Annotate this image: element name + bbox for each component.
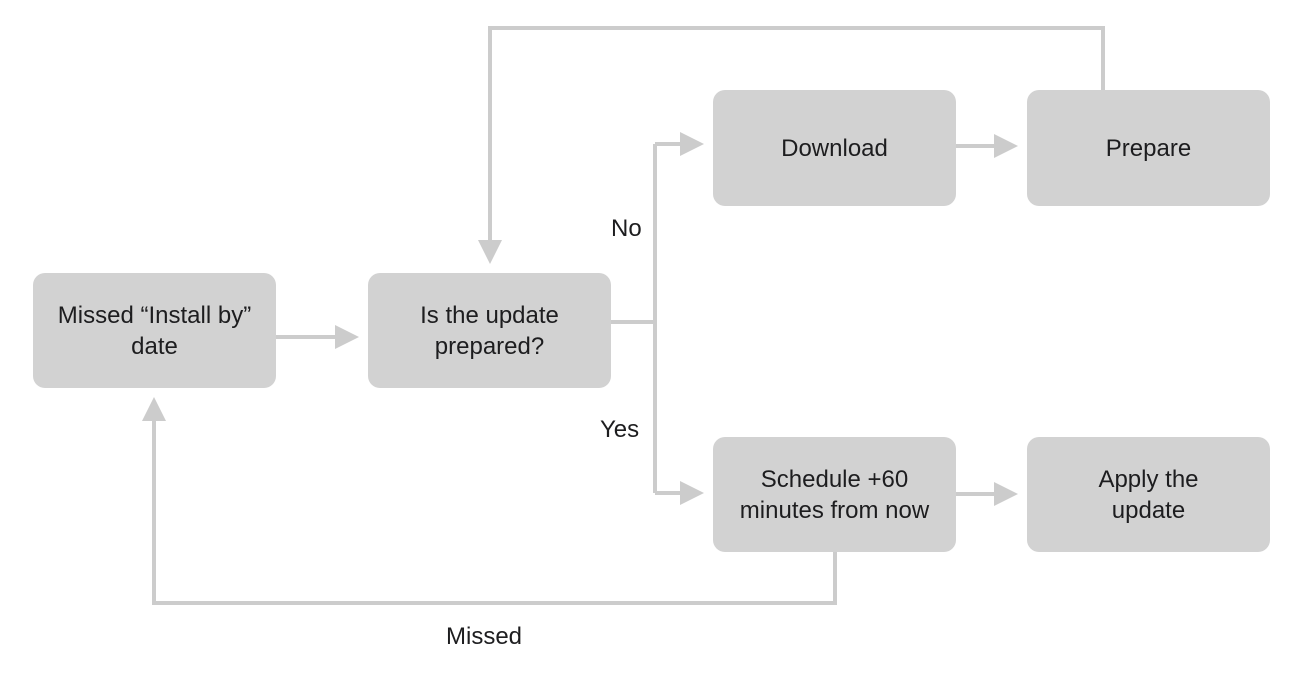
edge-label-no: No (611, 215, 642, 242)
node-missed-install-by-date: Missed “Install by” date (33, 273, 276, 388)
node-is-update-prepared: Is the update prepared? (368, 273, 611, 388)
arrow-prepare-loop-back (478, 26, 1105, 264)
arrow-missed-loop-back (142, 397, 837, 605)
node-text-line: Schedule +60 (760, 465, 909, 493)
node-text-line: Missed “Install by” (57, 301, 252, 329)
edge-label-yes: Yes (600, 416, 640, 443)
branch-line (611, 144, 657, 493)
node-text-line: date (131, 332, 178, 360)
edge-label-missed: Missed (446, 623, 523, 650)
node-schedule-60-minutes: Schedule +60 minutes from now (713, 437, 956, 552)
node-text-line: update (1111, 496, 1186, 524)
node-text-line: Is the update (420, 301, 559, 329)
node-text-line: Prepare (1105, 134, 1192, 162)
node-text-line: Apply the (1098, 465, 1199, 493)
node-text-line: minutes from now (739, 496, 930, 524)
node-download: Download (713, 90, 956, 206)
node-prepare: Prepare (1027, 90, 1270, 206)
node-apply-the-update: Apply the update (1027, 437, 1270, 552)
node-text-line: Download (781, 134, 888, 162)
node-text-line: prepared? (434, 332, 545, 360)
